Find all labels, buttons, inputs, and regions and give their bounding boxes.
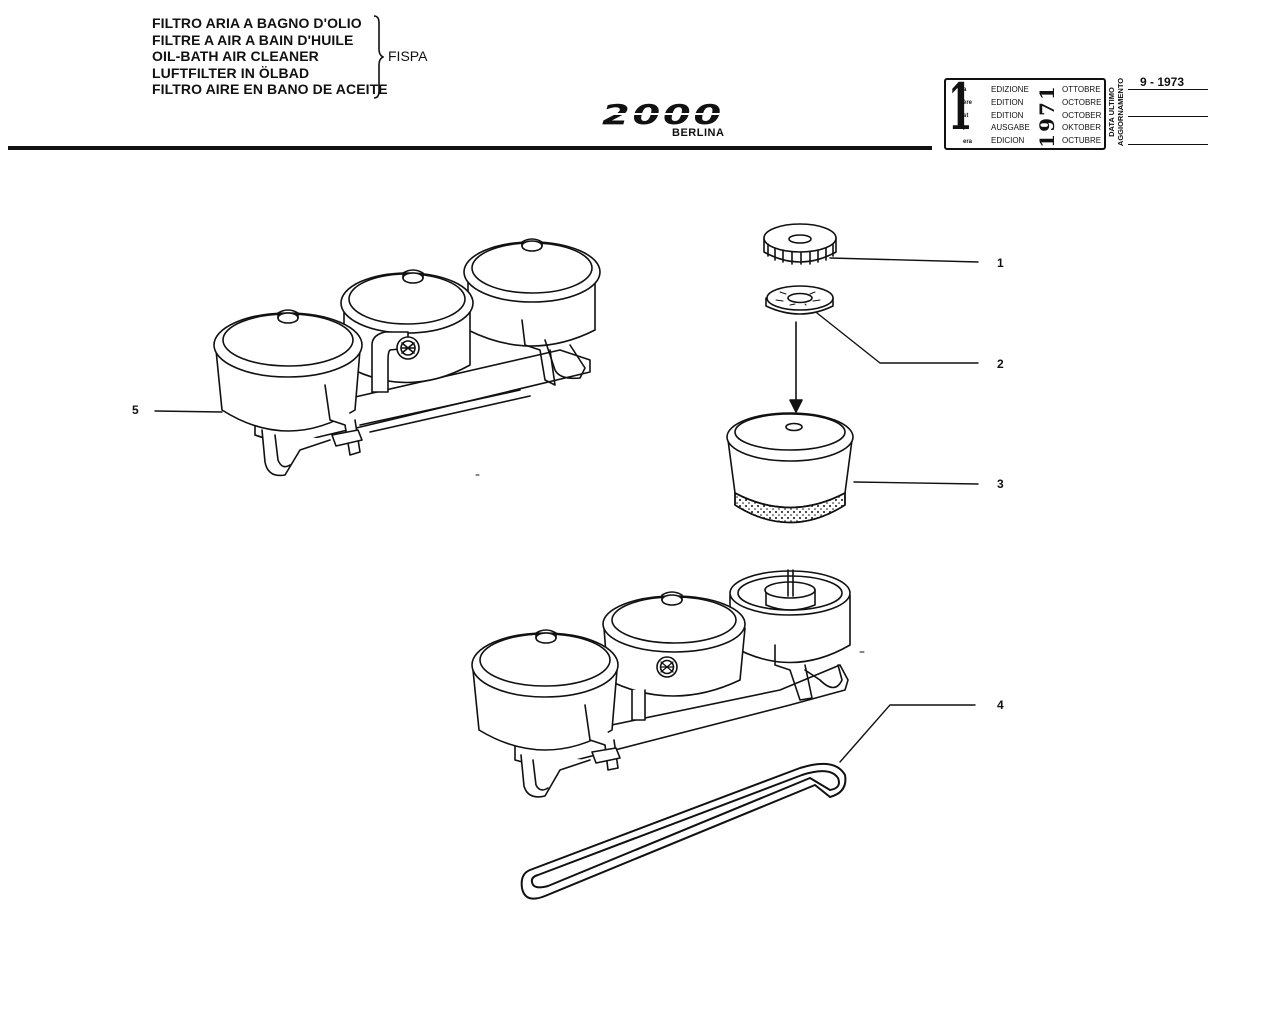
assembly-complete bbox=[213, 238, 601, 477]
edition-box bbox=[944, 78, 1106, 150]
header-rule bbox=[8, 146, 932, 150]
callout-4: 4 bbox=[997, 698, 1004, 712]
leader-1 bbox=[829, 257, 979, 263]
callout-1: 1 bbox=[997, 256, 1004, 270]
part-titles: FILTRO ARIA A BAGNO D'OLIO FILTRE A AIR … bbox=[152, 15, 388, 98]
title-brace bbox=[373, 15, 384, 99]
ground-marks bbox=[475, 474, 865, 653]
title-de: LUFTFILTER IN ÖLBAD bbox=[152, 64, 310, 81]
edition-months: OTTOBRE OCTOBRE OCTOBER OKTOBER OCTUBRE bbox=[1062, 84, 1101, 148]
canister-middle-lower bbox=[602, 591, 746, 721]
leader-4 bbox=[839, 704, 976, 763]
title-it: FILTRO ARIA A BAGNO D'OLIO bbox=[152, 15, 362, 31]
edition-number: 1 bbox=[948, 70, 973, 145]
manufacturer-name: FISPA bbox=[388, 48, 428, 64]
title-es: FILTRO AIRE EN BANO DE ACEITE bbox=[152, 81, 388, 97]
edition-suffix-de: . bbox=[963, 126, 965, 132]
canister-left bbox=[213, 309, 363, 477]
leader-5 bbox=[154, 410, 223, 413]
edition-month: OCTUBRE bbox=[1062, 136, 1102, 146]
filter-element bbox=[726, 412, 854, 524]
edition-word: EDITION bbox=[991, 97, 1024, 107]
callout-5: 5 bbox=[132, 403, 139, 417]
edition-word: EDICION bbox=[991, 136, 1025, 146]
callout-3: 3 bbox=[997, 477, 1004, 491]
leader-2 bbox=[816, 312, 979, 364]
edition-suffix-en: st bbox=[963, 113, 969, 119]
leader-lines bbox=[154, 257, 979, 763]
edition-month: OCTOBER bbox=[1062, 110, 1102, 120]
canister-middle bbox=[340, 269, 474, 393]
assembly-arrow bbox=[789, 321, 803, 413]
edition-suffix-es: era bbox=[963, 139, 973, 145]
update-line bbox=[1128, 144, 1208, 145]
edition-word: AUSGABE bbox=[991, 123, 1030, 133]
canister-open bbox=[729, 569, 851, 701]
gasket-washer bbox=[765, 285, 834, 315]
canister-left-lower bbox=[471, 629, 621, 798]
assembly-open bbox=[471, 569, 851, 798]
edition-month: OCTOBRE bbox=[1062, 97, 1102, 107]
model-logo: 2000 bbox=[602, 100, 724, 128]
edition-word: EDITION bbox=[991, 110, 1024, 120]
retaining-bail bbox=[520, 762, 847, 900]
model-variant: BERLINA bbox=[672, 127, 725, 139]
title-fr: FILTRE A AIR A BAIN D'HUILE bbox=[152, 31, 354, 48]
update-line bbox=[1128, 89, 1208, 90]
edition-month: OKTOBER bbox=[1062, 123, 1101, 133]
edition-words: EDIZIONE EDITION EDITION AUSGABE EDICION bbox=[991, 84, 1030, 148]
callout-2: 2 bbox=[997, 357, 1004, 371]
title-en: OIL-BATH AIR CLEANER bbox=[152, 48, 319, 64]
cover-nut bbox=[763, 223, 837, 265]
edition-suffix-it: a bbox=[963, 87, 967, 93]
edition-month: OTTOBRE bbox=[1062, 85, 1101, 94]
edition-word: EDIZIONE bbox=[991, 85, 1029, 94]
edition-suffix-fr: ère bbox=[963, 100, 973, 106]
update-line bbox=[1128, 116, 1208, 117]
update-date: 9 - 1973 bbox=[1140, 75, 1185, 89]
canister-right bbox=[463, 238, 601, 386]
leader-3 bbox=[853, 481, 979, 485]
